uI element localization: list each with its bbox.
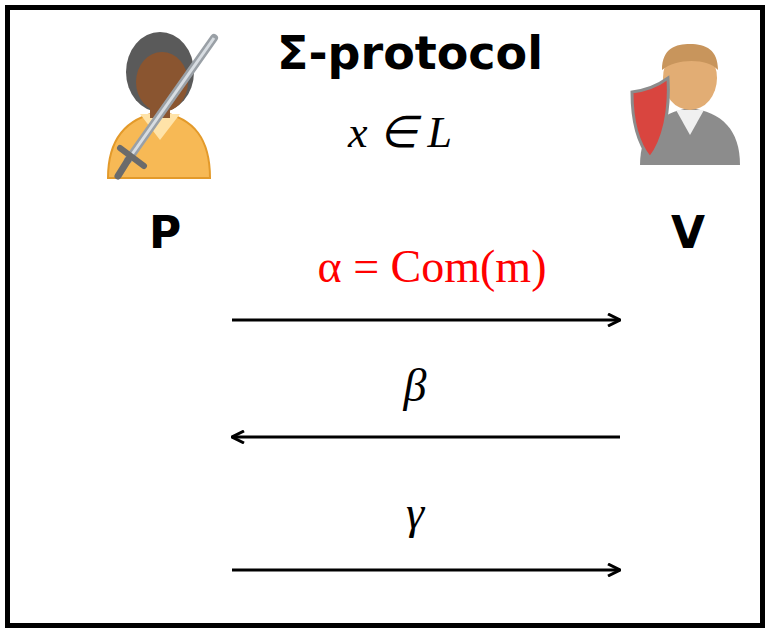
message-arrow (232, 569, 620, 572)
protocol-title: Σ-protocol (277, 26, 543, 80)
party-label: P (149, 207, 181, 258)
verifier-icon (632, 44, 740, 165)
statement-text: x ∈ L (348, 106, 452, 158)
message-arrow (232, 319, 620, 322)
message-label: α = Com(m) (318, 240, 547, 293)
message-label: γ (406, 486, 424, 539)
message-label: β (404, 359, 427, 412)
protocol-frame: Σ-protocol x ∈ L (5, 5, 765, 628)
message-arrow (232, 436, 620, 439)
party-label: V (671, 207, 705, 258)
prover-icon (108, 32, 214, 178)
